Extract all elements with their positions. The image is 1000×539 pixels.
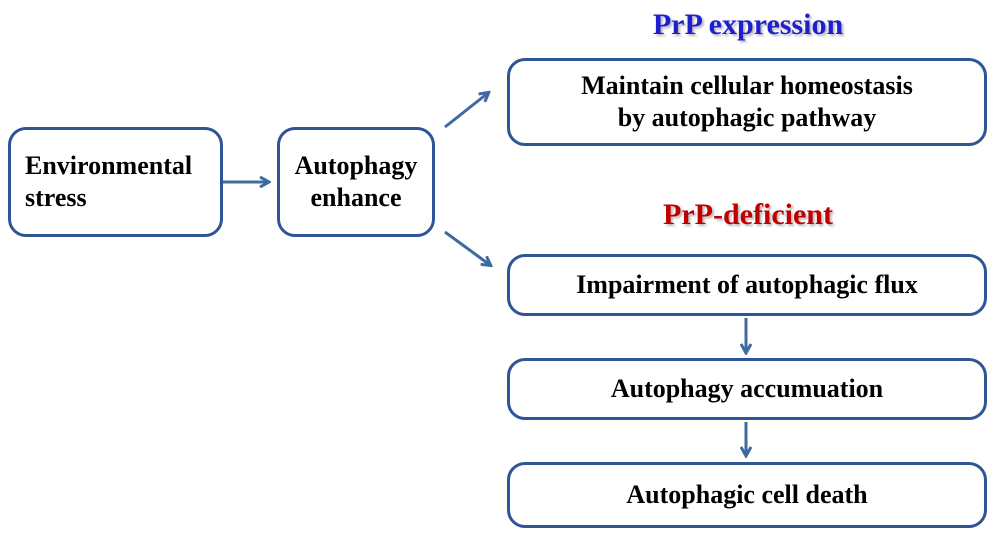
arrow-autophagy-to-expression [444,93,488,129]
autophagy-enhance-box: Autophagy enhance [277,127,435,237]
maintain-homeostasis-label: Maintain cellular homeostasis by autopha… [581,71,913,132]
prp-expression-heading: PrP expression [652,8,844,41]
environmental-stress-label: Environmental stress [25,151,193,212]
autophagy-accumulation-box: Autophagy accumuation [507,358,987,420]
autophagic-cell-death-label: Autophagic cell death [626,480,868,509]
impairment-flux-label: Impairment of autophagic flux [576,270,918,299]
maintain-homeostasis-box: Maintain cellular homeostasis by autopha… [507,58,987,146]
autophagy-accumulation-label: Autophagy accumuation [610,374,884,403]
impairment-flux-box: Impairment of autophagic flux [507,254,987,316]
autophagy-enhance-label: Autophagy enhance [294,151,418,212]
prp-deficient-heading: PrP-deficient [663,198,833,231]
arrow-autophagy-to-deficient [444,230,490,265]
environmental-stress-box: Environmental stress [8,127,223,237]
autophagic-cell-death-box: Autophagic cell death [507,462,987,528]
